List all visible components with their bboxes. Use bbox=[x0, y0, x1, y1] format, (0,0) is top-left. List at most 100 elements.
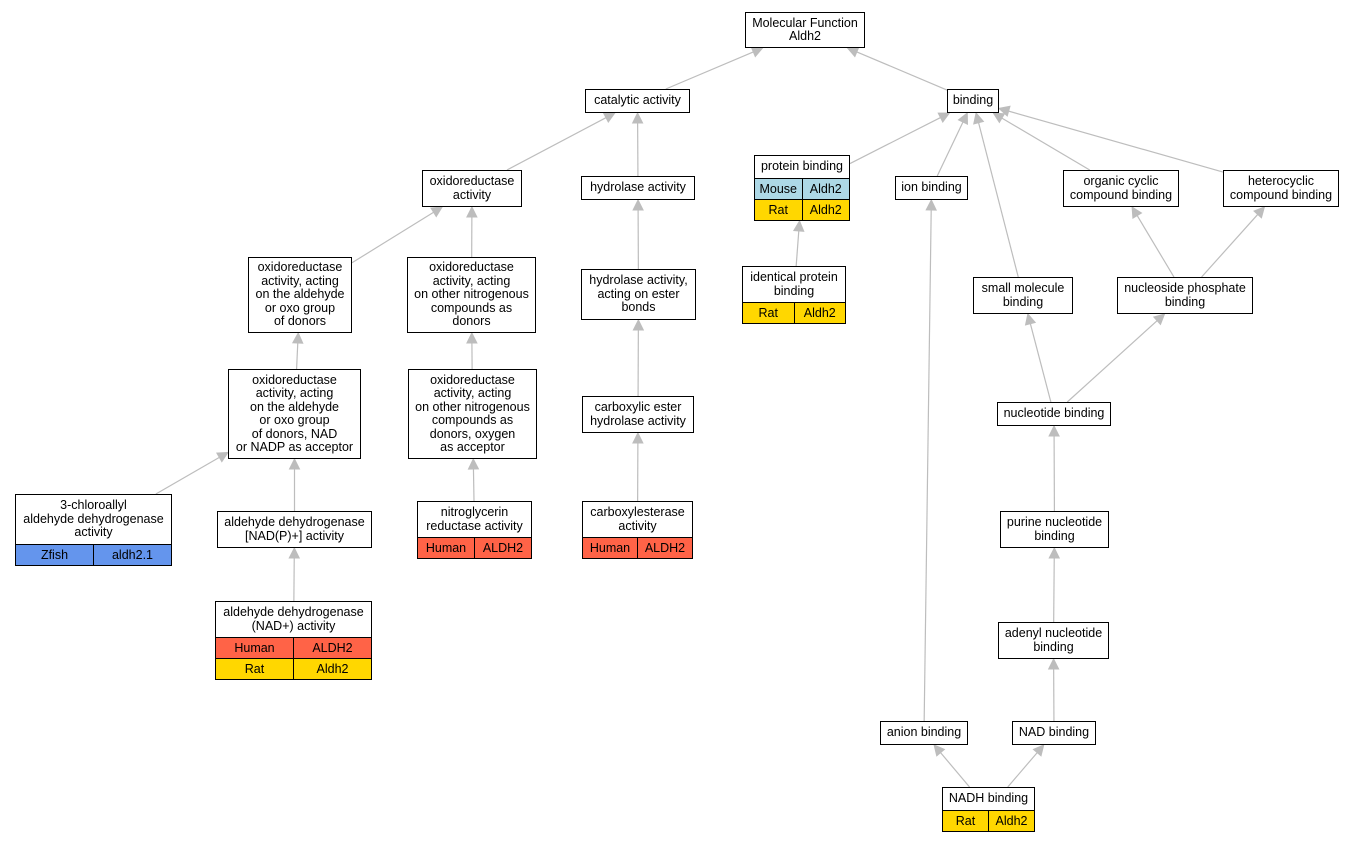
node-heterocyclic[interactable]: heterocyclic compound binding bbox=[1223, 170, 1339, 207]
node-label: heterocyclic compound binding bbox=[1229, 174, 1333, 202]
node-hydrolase[interactable]: hydrolase activity bbox=[581, 176, 695, 200]
arrowhead bbox=[632, 431, 644, 444]
arrowhead bbox=[1048, 546, 1061, 559]
species-cell: Rat bbox=[955, 814, 976, 828]
node-aldh-nadp[interactable]: aldehyde dehydrogenase [NAD(P)+] activit… bbox=[217, 511, 372, 548]
node-label: oxidoreductase activity, acting on other… bbox=[415, 372, 530, 454]
node-oxido-nitrogen[interactable]: oxidoreductase activity, acting on other… bbox=[407, 257, 536, 333]
edge-nadh_binding-to-nad_binding bbox=[1007, 752, 1038, 788]
node-organic-cyclic[interactable]: organic cyclic compound binding bbox=[1063, 170, 1179, 207]
node-label: catalytic activity bbox=[594, 93, 681, 108]
arrowhead bbox=[1048, 424, 1060, 437]
edge-anion_binding-to-ion_binding bbox=[923, 209, 932, 722]
edge-ion_binding-to-binding bbox=[936, 121, 964, 177]
node-oxidoreductase[interactable]: oxidoreductase activity bbox=[422, 170, 522, 207]
node-adenyl-nucleotide[interactable]: adenyl nucleotide binding bbox=[998, 622, 1109, 659]
node-binding[interactable]: binding bbox=[947, 89, 999, 113]
node-oxido-nitrogen-oxygen[interactable]: oxidoreductase activity, acting on other… bbox=[408, 369, 537, 459]
edge-organic_cyclic-to-binding bbox=[1001, 117, 1091, 171]
gene-cell: Aldh2 bbox=[801, 200, 850, 220]
edge-catalytic-to-mf bbox=[665, 51, 754, 90]
gene-cell: Aldh2 bbox=[293, 659, 371, 679]
edge-heterocyclic-to-binding bbox=[1008, 110, 1224, 173]
node-small-molecule[interactable]: small molecule binding bbox=[973, 277, 1073, 314]
node-carboxylic-ester[interactable]: carboxylic ester hydrolase activity bbox=[582, 396, 694, 433]
node-purine-nucleotide[interactable]: purine nucleotide binding bbox=[1000, 511, 1109, 548]
node-hydrolase-ester[interactable]: hydrolase activity, acting on ester bond… bbox=[581, 269, 696, 320]
node-oxido-aldehyde-nad[interactable]: oxidoreductase activity, acting on the a… bbox=[228, 369, 361, 459]
node-label: oxidoreductase activity bbox=[429, 174, 515, 202]
node-nucleoside-phosphate[interactable]: nucleoside phosphate binding bbox=[1117, 277, 1253, 314]
node-mf[interactable]: Molecular Function Aldh2 bbox=[745, 12, 865, 48]
arrowhead bbox=[957, 111, 968, 125]
edge-oxido_aldehyde-to-oxidoreductase bbox=[351, 211, 434, 264]
node-label: hydrolase activity, acting on ester bond… bbox=[589, 273, 688, 315]
arrowhead bbox=[602, 112, 616, 124]
node-label: purine nucleotide binding bbox=[1006, 515, 1103, 543]
arrowhead bbox=[466, 205, 478, 218]
node-label: carboxylesterase activity bbox=[590, 505, 685, 533]
species-cell: Human bbox=[589, 541, 631, 555]
arrowhead bbox=[631, 111, 644, 124]
node-label: aldehyde dehydrogenase [NAD(P)+] activit… bbox=[224, 515, 365, 543]
annotation-row: Rat Aldh2 bbox=[216, 658, 371, 679]
gene-cell: ALDH2 bbox=[474, 538, 531, 558]
gene-cell: Aldh2 bbox=[793, 303, 846, 323]
edge-protein_binding-to-binding bbox=[849, 116, 941, 165]
node-nad-binding[interactable]: NAD binding bbox=[1012, 721, 1096, 745]
node-label: nucleoside phosphate binding bbox=[1124, 281, 1246, 309]
edge-oxido_aldehyde_nad-to-oxido_aldehyde bbox=[295, 342, 299, 370]
gene-cell: Aldh2 bbox=[801, 179, 850, 199]
arrowhead bbox=[992, 112, 1006, 124]
edge-binding-to-mf bbox=[856, 51, 948, 91]
edge-adenyl_nucleotide-to-purine_nucleotide bbox=[1053, 557, 1055, 623]
node-anion-binding[interactable]: anion binding bbox=[880, 721, 968, 745]
arrowhead bbox=[291, 331, 304, 344]
node-label: identical protein binding bbox=[750, 270, 838, 298]
species-cell: Rat bbox=[758, 306, 778, 320]
arrowhead bbox=[792, 219, 805, 232]
edge-nucleotide_binding-to-nucleoside_phosphate bbox=[1066, 320, 1158, 403]
node-label: ion binding bbox=[901, 180, 962, 195]
arrowhead bbox=[632, 198, 644, 211]
node-label: oxidoreductase activity, acting on the a… bbox=[255, 260, 345, 329]
arrowhead bbox=[632, 318, 645, 331]
node-label: oxidoreductase activity, acting on other… bbox=[414, 260, 529, 329]
species-cell: Human bbox=[425, 541, 467, 555]
node-catalytic[interactable]: catalytic activity bbox=[585, 89, 690, 113]
arrowhead bbox=[467, 457, 480, 470]
node-chloroallyl[interactable]: 3-chloroallyl aldehyde dehydrogenase act… bbox=[15, 494, 172, 566]
edge-small_molecule-to-binding bbox=[977, 122, 1019, 278]
arrowhead bbox=[1253, 206, 1266, 219]
species-cell: Mouse bbox=[759, 182, 798, 196]
edge-nucleotide_binding-to-small_molecule bbox=[1029, 323, 1052, 403]
arrowhead bbox=[288, 546, 301, 559]
gene-cell: ALDH2 bbox=[293, 638, 371, 658]
node-label: anion binding bbox=[886, 725, 962, 740]
edge-nucleoside_phosphate-to-organic_cyclic bbox=[1136, 215, 1175, 278]
node-label: NAD binding bbox=[1018, 725, 1090, 740]
arrowhead bbox=[430, 206, 444, 218]
arrowhead bbox=[1024, 312, 1037, 326]
species-cell: Rat bbox=[244, 662, 265, 676]
node-label: hydrolase activity bbox=[590, 180, 686, 195]
node-ion-binding[interactable]: ion binding bbox=[895, 176, 968, 200]
edge-identical_protein-to-protein_binding bbox=[795, 230, 800, 267]
arrowhead bbox=[1152, 313, 1166, 326]
arrowhead bbox=[750, 46, 764, 58]
node-oxido-aldehyde[interactable]: oxidoreductase activity, acting on the a… bbox=[248, 257, 352, 333]
node-nucleotide-binding[interactable]: nucleotide binding bbox=[997, 402, 1111, 426]
arrowhead bbox=[973, 111, 985, 125]
edge-oxidoreductase-to-catalytic bbox=[506, 117, 607, 171]
